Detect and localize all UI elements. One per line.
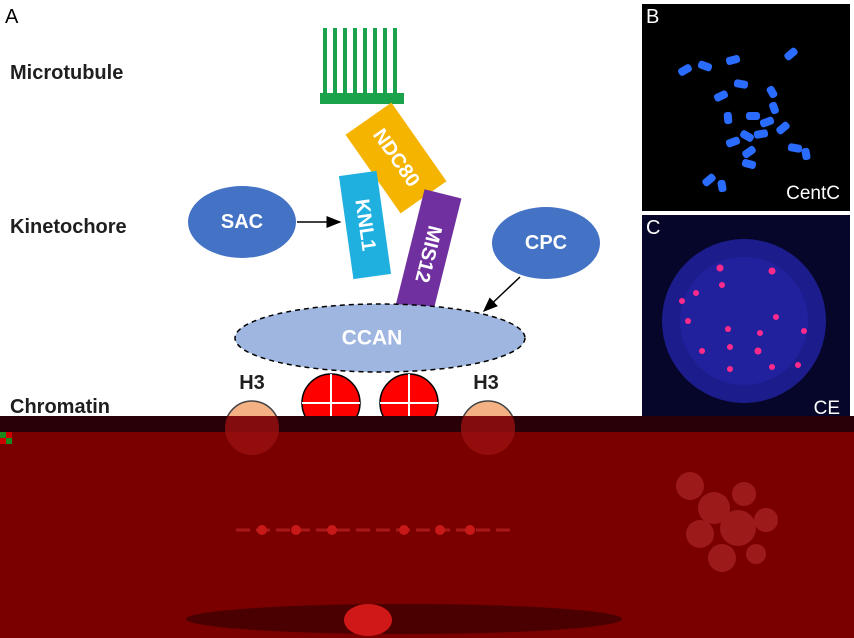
- knl1-complex: KNL1: [338, 170, 392, 280]
- centc-micrograph: B CentC: [642, 4, 850, 211]
- overlay-stripe: [0, 416, 854, 432]
- microtubule-icon: [320, 28, 404, 104]
- nucleus-caption: CE: [813, 398, 840, 416]
- ccan-label: CCAN: [342, 327, 403, 350]
- nucleus-micrograph: C CE: [642, 215, 850, 416]
- panel-a-letter: A: [5, 6, 19, 28]
- cpc-to-ccan-arrow: [482, 276, 521, 313]
- h3-label-right: H3: [473, 372, 499, 394]
- cpc-node: CPC: [492, 207, 600, 279]
- h3-label-left: H3: [239, 372, 265, 394]
- kinetochore-label: Kinetochore: [10, 216, 127, 238]
- centc-signals: [678, 47, 811, 193]
- sac-node: SAC: [188, 186, 296, 258]
- centc-caption: CentC: [786, 183, 840, 204]
- microtubule-label: Microtubule: [10, 62, 124, 84]
- ccan-complex: CCAN: [234, 303, 526, 373]
- nucleus-signals: [662, 239, 826, 403]
- cpc-label: CPC: [525, 232, 567, 254]
- panel-b-letter: B: [646, 6, 660, 28]
- overlay-region: [0, 416, 854, 638]
- kinetochore-diagram: NDC80 KNL1 MIS12 SAC CPC CCAN H3 H3: [188, 28, 600, 440]
- chromatin-label: Chromatin: [10, 396, 110, 418]
- overlay-shapes: [0, 416, 778, 636]
- panel-c-letter: C: [646, 217, 661, 239]
- mis12-complex: MIS12: [394, 189, 462, 319]
- sac-label: SAC: [221, 211, 263, 233]
